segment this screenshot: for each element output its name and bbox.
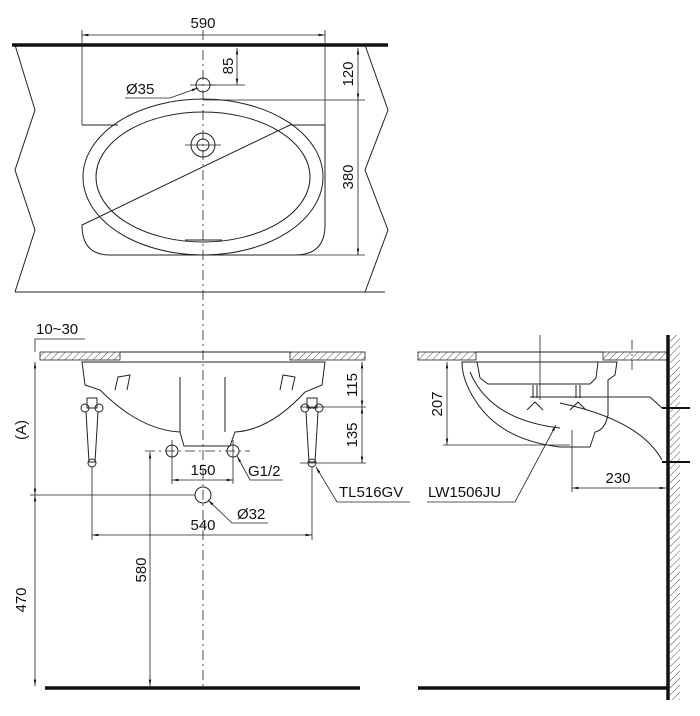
bowl-depth-dim: 115 [344, 373, 361, 397]
waste-leader [427, 424, 557, 503]
basin-inner-side [476, 361, 599, 385]
basin-rim-detail [114, 374, 296, 391]
supply-hose [530, 396, 663, 461]
counter-section-front [417, 351, 477, 361]
thread-leader [236, 455, 283, 481]
drain-leader [207, 499, 268, 524]
valve-spacing-dim: 540 [190, 517, 215, 534]
bowl-depth-dim: 380 [340, 164, 357, 189]
valve-drop-dim: 135 [344, 422, 361, 447]
counter-thickness-dim: 10~30 [36, 321, 78, 338]
angle-valve-right [300, 397, 324, 468]
tap-hole-label: Ø35 [126, 81, 154, 98]
valve-fittings [526, 385, 587, 411]
supply-thread-label: G1/2 [248, 463, 281, 480]
supply-height-dim: 580 [133, 557, 150, 582]
counter-break-left [14, 44, 36, 293]
tap-leader [125, 87, 199, 99]
angle-valve-left [80, 397, 104, 468]
counter-section-left [39, 351, 121, 361]
height-a-label: (A) [13, 420, 30, 440]
drain-height-dim: 470 [13, 587, 30, 612]
basin-flange [81, 124, 326, 256]
valve-model-label: TL516GV [339, 484, 403, 501]
top-view: 590 85 120 380 Ø35 [12, 15, 389, 293]
counter-break-right [364, 44, 389, 293]
bowl-curve [469, 371, 561, 429]
thickness-leader [34, 338, 85, 352]
front-view: 10~30 (A) 470 580 115 135 150 G1/2 TL516… [13, 321, 410, 690]
basin-depth-dim: 207 [429, 391, 446, 416]
basin-side [461, 361, 618, 448]
bowl-offset-dim: 120 [340, 61, 357, 86]
drain-label: Ø32 [237, 506, 265, 523]
wall-hatch [670, 335, 680, 700]
wall-offset-dim: 230 [605, 470, 630, 487]
supply-spacing-dim: 150 [190, 462, 215, 479]
side-view: 207 LW1506JU 230 [417, 335, 690, 700]
waste-model-label: LW1506JU [428, 484, 501, 501]
tap-offset-dim: 85 [220, 58, 237, 75]
basin-front [81, 361, 326, 447]
width-dim: 590 [190, 15, 215, 32]
valve-leader [315, 466, 410, 503]
counter-section-back [602, 351, 669, 361]
counter-section-right [289, 351, 366, 361]
